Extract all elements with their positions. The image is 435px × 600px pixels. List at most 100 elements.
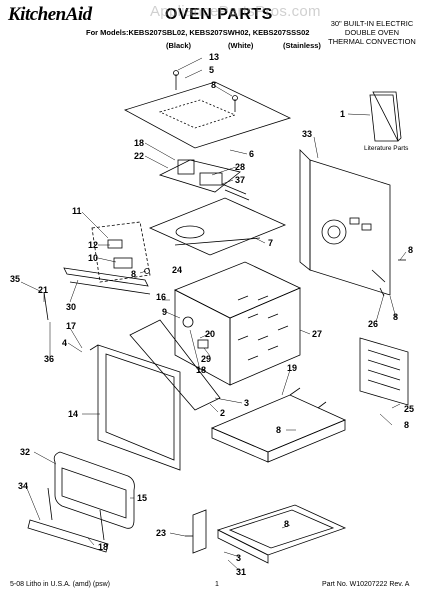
callout-24: 24 [172, 265, 182, 275]
callout-23: 23 [156, 528, 166, 538]
callout-32: 32 [20, 447, 30, 457]
callout-25: 25 [404, 404, 414, 414]
control-bracket-outline [91, 221, 151, 283]
side-vent-louvers [367, 349, 401, 391]
callout-26: 26 [368, 319, 378, 329]
side-trim-strip [129, 319, 221, 411]
front-trim-strip [69, 281, 151, 295]
callout-31: 31 [236, 567, 246, 577]
literature-booklet [369, 94, 399, 142]
selector-switch [107, 239, 123, 249]
variant-black: (Black) [166, 41, 192, 50]
rear-bracket [371, 269, 386, 283]
callout-3: 3 [236, 553, 241, 563]
callout-7: 7 [268, 238, 273, 248]
footer-litho: 5-08 Litho in U.S.A. (amd) (psw) [10, 581, 110, 588]
door-handle-bar [27, 519, 109, 553]
oven-door-outer [97, 344, 181, 471]
top-wrap-vent [175, 225, 205, 239]
door-gasket-inner [61, 467, 127, 519]
bottom-tray-inner [228, 509, 335, 549]
door-gasket-outer [53, 451, 135, 529]
callout-18: 18 [134, 138, 144, 148]
oven-liner-side [229, 287, 301, 386]
oven-top-wrap [148, 197, 287, 256]
callout-21: 21 [38, 285, 48, 295]
callout-11: 11 [72, 206, 82, 216]
blower-motor [177, 159, 195, 175]
bottom-vent-panel [210, 394, 347, 453]
callout-8: 8 [276, 425, 281, 435]
rear-panel-slot-1 [349, 217, 360, 225]
convection-fan-cover [321, 219, 347, 245]
screw-head-top-1 [173, 70, 179, 76]
description-line-1: 30" BUILT-IN ELECTRIC [330, 19, 414, 28]
callout-8: 8 [408, 245, 413, 255]
blower-tube-edge [224, 189, 250, 201]
sensor-bracket [197, 339, 209, 349]
brand-logo: KitchenAid [8, 4, 92, 25]
variant-stainless: (Stainless) [283, 41, 321, 50]
rear-screw-bottom [379, 287, 385, 297]
callout-18: 18 [196, 365, 206, 375]
literature-booklet-spine [372, 91, 402, 142]
vent-tab-2 [317, 401, 327, 409]
bottom-bracket [192, 509, 207, 554]
callout-2: 2 [220, 408, 225, 418]
callout-15: 15 [137, 493, 147, 503]
door-hinge-top [89, 344, 99, 351]
callout-33: 33 [302, 129, 312, 139]
model-list: For Models:KEBS207SBL02, KEBS207SWH02, K… [86, 28, 310, 37]
callout-8: 8 [393, 312, 398, 322]
callout-18: 18 [98, 542, 108, 552]
rear-panel-flange [299, 149, 311, 271]
callout-19: 19 [287, 363, 297, 373]
callout-29: 29 [201, 354, 211, 364]
product-description: 30" BUILT-IN ELECTRIC DOUBLE OVEN THERMA… [317, 19, 427, 46]
callout-4: 4 [62, 338, 67, 348]
callout-35: 35 [10, 274, 20, 284]
bottom-vent-panel-front [211, 427, 269, 463]
callout-8: 8 [284, 519, 289, 529]
lock-switch [113, 257, 133, 269]
oven-door-window [105, 353, 175, 461]
thermal-fuse-bracket [199, 172, 223, 186]
callout-37: 37 [235, 175, 245, 185]
callout-10: 10 [88, 253, 98, 263]
blower-mount-plate [158, 159, 241, 193]
variant-white: (White) [228, 41, 254, 50]
callout-34: 34 [18, 481, 28, 491]
screw-head-top-2 [232, 95, 238, 101]
callout-9: 9 [162, 307, 167, 317]
handle-bracket-right [99, 509, 105, 541]
callout-6: 6 [249, 149, 254, 159]
rear-panel [309, 159, 391, 296]
callout-28: 28 [235, 162, 245, 172]
callout-12: 12 [88, 240, 98, 250]
callout-5: 5 [209, 65, 214, 75]
top-wrap-strap [174, 237, 261, 246]
callout-13: 13 [209, 52, 219, 62]
top-heat-shield [123, 81, 292, 149]
literature-parts-label: Literature Parts [364, 145, 409, 152]
oven-liner-top [174, 261, 301, 319]
callout-3: 3 [244, 398, 249, 408]
blower-tube [221, 183, 247, 195]
callout-1: 1 [340, 109, 345, 119]
bottom-vent-panel-side [267, 419, 346, 463]
convection-fan-hub [327, 225, 341, 239]
insulation-pattern [237, 295, 289, 361]
page-title: OVEN PARTS [165, 6, 273, 23]
callout-22: 22 [134, 151, 144, 161]
footer-part-number: Part No. W10207222 Rev. A [322, 581, 410, 588]
front-frame-trim [63, 267, 149, 287]
description-line-3: THERMAL CONVECTION [328, 37, 416, 46]
callout-30: 30 [66, 302, 76, 312]
top-shield-cutout [158, 99, 237, 129]
callout-8: 8 [404, 420, 409, 430]
bottom-tray-front [217, 529, 269, 564]
oven-light [182, 316, 194, 328]
bracket-screw [144, 268, 150, 274]
